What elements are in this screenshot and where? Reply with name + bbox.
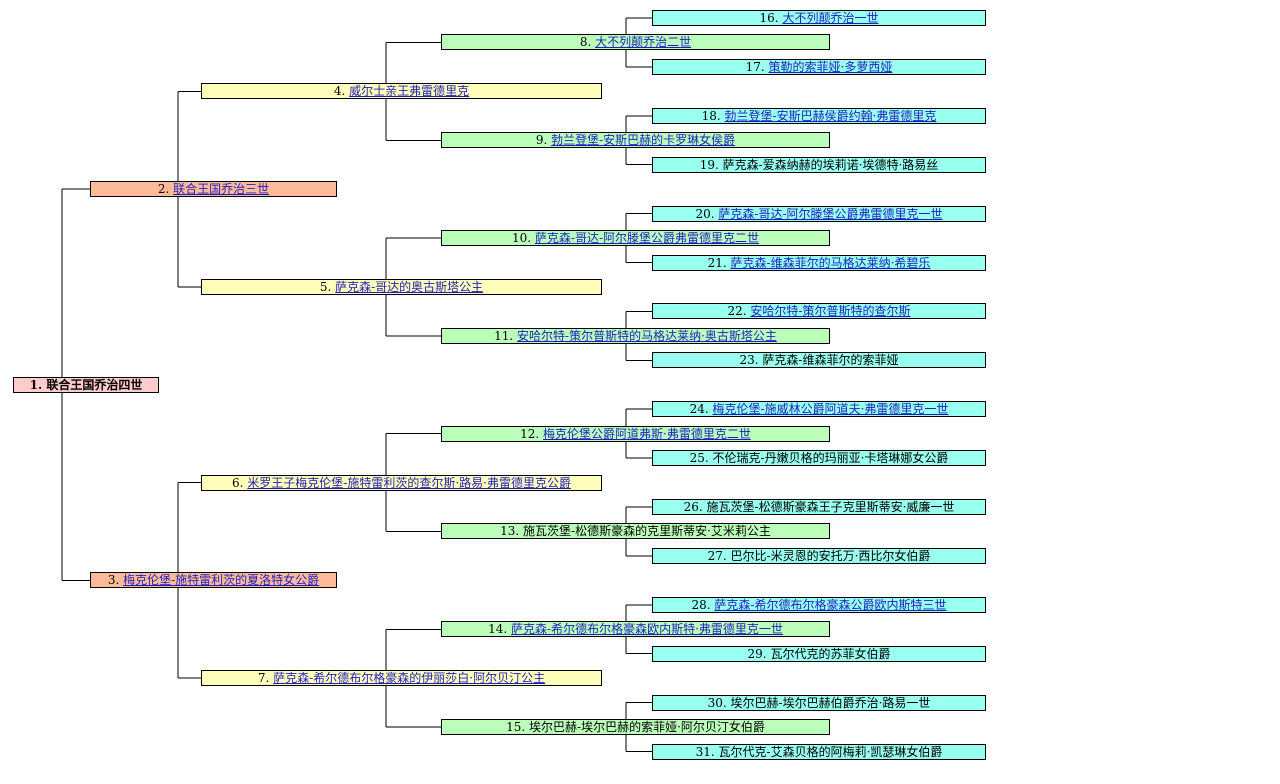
person-number: 8.: [579, 35, 592, 49]
person-name: 萨克森-维森菲尔的索菲娅: [762, 353, 899, 367]
person-30: 30. 埃尔巴赫-埃尔巴赫伯爵乔治·路易一世: [652, 695, 986, 711]
person-root: 1. 联合王国乔治四世: [13, 377, 159, 393]
person-number: 28.: [691, 598, 711, 612]
person-4[interactable]: 4. 威尔士亲王弗雷德里克: [201, 83, 602, 99]
person-name: 萨克森-爱森纳赫的埃莉诺·埃德特·路易丝: [722, 158, 939, 172]
person-8[interactable]: 8. 大不列颠乔治二世: [441, 34, 830, 50]
person-number: 26.: [683, 500, 703, 514]
person-number: 1.: [29, 378, 43, 392]
person-name: 施瓦茨堡-松德斯豪森的克里斯蒂安·艾米莉公主: [523, 524, 771, 538]
person-number: 11.: [494, 329, 514, 343]
person-28[interactable]: 28. 萨克森-希尔德布尔格豪森公爵欧内斯特三世: [652, 597, 986, 613]
person-name: 联合王国乔治四世: [46, 378, 143, 392]
person-12[interactable]: 12. 梅克伦堡公爵阿道弗斯·弗雷德里克二世: [441, 426, 830, 442]
person-name-link[interactable]: 勃兰登堡-安斯巴赫侯爵约翰·弗雷德里克: [724, 109, 937, 123]
person-7[interactable]: 7. 萨克森-希尔德布尔格豪森的伊丽莎白·阿尔贝汀公主: [201, 670, 602, 686]
person-name-link[interactable]: 梅克伦堡-施特雷利茨的夏洛特女公爵: [123, 573, 320, 587]
person-22[interactable]: 22. 安哈尔特-策尔普斯特的查尔斯: [652, 303, 986, 319]
person-number: 17.: [745, 60, 765, 74]
person-number: 20.: [695, 207, 715, 221]
person-24[interactable]: 24. 梅克伦堡-施威林公爵阿道夫·弗雷德里克一世: [652, 401, 986, 417]
person-name-link[interactable]: 策勒的索菲娅·多萝西娅: [768, 60, 893, 74]
person-18[interactable]: 18. 勃兰登堡-安斯巴赫侯爵约翰·弗雷德里克: [652, 108, 986, 124]
person-number: 2.: [157, 182, 170, 196]
person-number: 25.: [689, 451, 709, 465]
person-number: 12.: [520, 427, 540, 441]
person-number: 27.: [707, 549, 727, 563]
person-27: 27. 巴尔比-米灵恩的安托万·西比尔女伯爵: [652, 548, 986, 564]
person-26: 26. 施瓦茨堡-松德斯豪森王子克里斯蒂安·威廉一世: [652, 499, 986, 515]
person-name-link[interactable]: 萨克森-维森菲尔的马格达莱纳·希碧乐: [730, 256, 931, 270]
person-name: 巴尔比-米灵恩的安托万·西比尔女伯爵: [730, 549, 931, 563]
person-name: 不伦瑞克-丹嫩贝格的玛丽亚·卡塔琳娜女公爵: [712, 451, 949, 465]
person-number: 30.: [707, 696, 727, 710]
person-9[interactable]: 9. 勃兰登堡-安斯巴赫的卡罗琳女侯爵: [441, 132, 830, 148]
person-23: 23. 萨克森-维森菲尔的索菲娅: [652, 352, 986, 368]
person-name-link[interactable]: 萨克森-哥达-阿尔滕堡公爵弗雷德里克一世: [718, 207, 943, 221]
person-number: 5.: [319, 280, 332, 294]
person-number: 31.: [695, 745, 715, 759]
person-20[interactable]: 20. 萨克森-哥达-阿尔滕堡公爵弗雷德里克一世: [652, 206, 986, 222]
person-number: 22.: [727, 304, 747, 318]
person-11[interactable]: 11. 安哈尔特-策尔普斯特的马格达莱纳·奥古斯塔公主: [441, 328, 830, 344]
person-name: 瓦尔代克的苏菲女伯爵: [770, 647, 891, 661]
person-25: 25. 不伦瑞克-丹嫩贝格的玛丽亚·卡塔琳娜女公爵: [652, 450, 986, 466]
person-number: 18.: [701, 109, 721, 123]
person-number: 14.: [488, 622, 508, 636]
person-19: 19. 萨克森-爱森纳赫的埃莉诺·埃德特·路易丝: [652, 157, 986, 173]
person-5[interactable]: 5. 萨克森-哥达的奥古斯塔公主: [201, 279, 602, 295]
person-name-link[interactable]: 梅克伦堡公爵阿道弗斯·弗雷德里克二世: [543, 427, 751, 441]
person-29: 29. 瓦尔代克的苏菲女伯爵: [652, 646, 986, 662]
person-number: 21.: [707, 256, 727, 270]
person-name-link[interactable]: 萨克森-希尔德布尔格豪森公爵欧内斯特三世: [714, 598, 947, 612]
person-number: 7.: [257, 671, 270, 685]
person-6[interactable]: 6. 米罗王子梅克伦堡-施特雷利茨的查尔斯·路易·弗雷德里克公爵: [201, 475, 602, 491]
person-31: 31. 瓦尔代克-艾森贝格的阿梅莉·凯瑟琳女伯爵: [652, 744, 986, 760]
person-10[interactable]: 10. 萨克森-哥达-阿尔滕堡公爵弗雷德里克二世: [441, 230, 830, 246]
person-3[interactable]: 3. 梅克伦堡-施特雷利茨的夏洛特女公爵: [90, 572, 337, 588]
person-name-link[interactable]: 安哈尔特-策尔普斯特的查尔斯: [750, 304, 911, 318]
person-name: 埃尔巴赫-埃尔巴赫的索菲娅·阿尔贝汀女伯爵: [529, 720, 765, 734]
person-number: 6.: [232, 476, 244, 490]
person-name-link[interactable]: 威尔士亲王弗雷德里克: [349, 84, 470, 98]
person-name: 埃尔巴赫-埃尔巴赫伯爵乔治·路易一世: [730, 696, 931, 710]
person-name-link[interactable]: 萨克森-哥达的奥古斯塔公主: [335, 280, 484, 294]
person-number: 15.: [506, 720, 526, 734]
person-name: 施瓦茨堡-松德斯豪森王子克里斯蒂安·威廉一世: [706, 500, 955, 514]
person-name-link[interactable]: 萨克森-希尔德布尔格豪森欧内斯特·弗雷德里克一世: [511, 622, 783, 636]
person-number: 4.: [333, 84, 346, 98]
person-number: 9.: [535, 133, 548, 147]
person-number: 23.: [739, 353, 759, 367]
person-name-link[interactable]: 大不列颠乔治一世: [782, 11, 879, 25]
person-name-link[interactable]: 米罗王子梅克伦堡-施特雷利茨的查尔斯·路易·弗雷德里克公爵: [247, 476, 571, 490]
person-15: 15. 埃尔巴赫-埃尔巴赫的索菲娅·阿尔贝汀女伯爵: [441, 719, 830, 735]
person-number: 3.: [107, 573, 120, 587]
person-number: 13.: [500, 524, 520, 538]
person-2[interactable]: 2. 联合王国乔治三世: [90, 181, 337, 197]
person-name-link[interactable]: 安哈尔特-策尔普斯特的马格达莱纳·奥古斯塔公主: [517, 329, 777, 343]
person-name-link[interactable]: 萨克森-希尔德布尔格豪森的伊丽莎白·阿尔贝汀公主: [273, 671, 546, 685]
person-16[interactable]: 16. 大不列颠乔治一世: [652, 10, 986, 26]
person-name-link[interactable]: 勃兰登堡-安斯巴赫的卡罗琳女侯爵: [551, 133, 736, 147]
person-number: 16.: [759, 11, 779, 25]
person-name: 瓦尔代克-艾森贝格的阿梅莉·凯瑟琳女伯爵: [718, 745, 943, 759]
person-14[interactable]: 14. 萨克森-希尔德布尔格豪森欧内斯特·弗雷德里克一世: [441, 621, 830, 637]
person-name-link[interactable]: 梅克伦堡-施威林公爵阿道夫·弗雷德里克一世: [712, 402, 949, 416]
person-number: 19.: [699, 158, 719, 172]
person-number: 24.: [689, 402, 709, 416]
person-name-link[interactable]: 联合王国乔治三世: [173, 182, 270, 196]
person-number: 10.: [511, 231, 532, 245]
person-13: 13. 施瓦茨堡-松德斯豪森的克里斯蒂安·艾米莉公主: [441, 523, 830, 539]
person-21[interactable]: 21. 萨克森-维森菲尔的马格达莱纳·希碧乐: [652, 255, 986, 271]
person-name-link[interactable]: 大不列颠乔治二世: [595, 35, 692, 49]
person-17[interactable]: 17. 策勒的索菲娅·多萝西娅: [652, 59, 986, 75]
person-name-link[interactable]: 萨克森-哥达-阿尔滕堡公爵弗雷德里克二世: [534, 231, 760, 245]
person-number: 29.: [747, 647, 767, 661]
